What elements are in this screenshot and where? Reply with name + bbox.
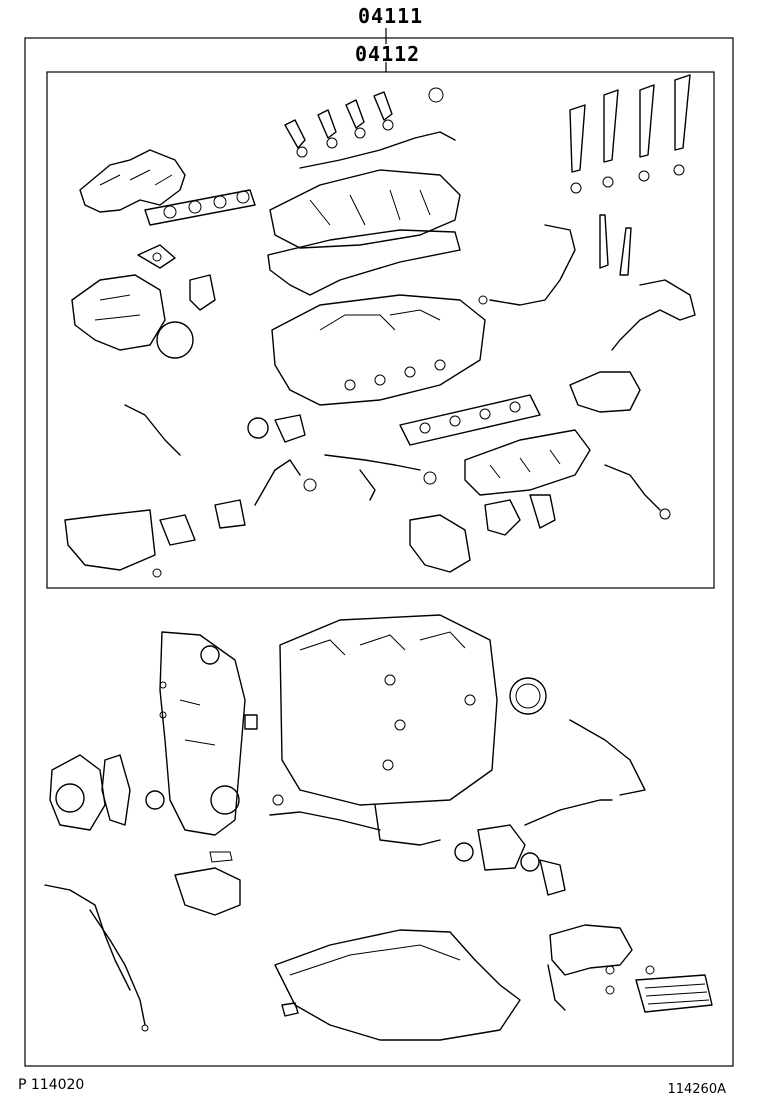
head-cover-gasket (267, 229, 461, 296)
egr-valve (569, 371, 641, 413)
fuel-pipe (478, 224, 576, 306)
coolant-pipes (269, 719, 646, 846)
oil-level-gauge-guide (44, 884, 149, 1032)
footer-right-code: 114260A (667, 1082, 726, 1097)
oil-pan (274, 929, 521, 1041)
water-inlet-housing (454, 824, 566, 896)
valves (599, 214, 632, 276)
egr-pipe (611, 279, 696, 351)
water-pump-gasket (101, 754, 131, 826)
injector-nozzles-left (284, 91, 394, 158)
intake-manifold-upper (79, 149, 186, 213)
timing-seals (145, 681, 284, 810)
sensor-wire-right (604, 464, 671, 520)
thermostat-gaskets-left (247, 414, 306, 443)
water-hoses-left (124, 404, 317, 506)
glow-plug-wire (299, 87, 456, 169)
outer-kit-label: 04111 (358, 4, 424, 28)
small-flange-gasket (137, 244, 176, 269)
cylinder-head (271, 294, 486, 406)
water-outlet-left (64, 499, 246, 578)
footer-left-code: P 114020 (18, 1077, 85, 1093)
oil-pump-cover (174, 851, 241, 916)
rear-oil-seal (509, 677, 547, 715)
water-pump (49, 754, 106, 831)
exhaust-manifold-gasket (144, 189, 256, 226)
cylinder-head-cover (269, 169, 461, 249)
outer-kit-frame (24, 37, 734, 1067)
diagram-frames (24, 28, 734, 1067)
turbocharger-assembly (71, 274, 216, 359)
timing-gear-case (159, 631, 246, 836)
inner-kit-label: 04112 (355, 42, 421, 66)
oil-pump-assembly (547, 924, 633, 1011)
inner-kit-frame (46, 71, 715, 589)
oil-pipe-bracket (324, 454, 437, 501)
cylinder-block (279, 614, 498, 806)
injectors-right (569, 74, 691, 194)
intake-manifold-gasket (399, 394, 541, 446)
exhaust-manifold (464, 429, 591, 496)
oil-cooler (635, 965, 713, 1013)
turbo-outlet-elbow (409, 494, 556, 573)
drain-plug (281, 1002, 299, 1017)
